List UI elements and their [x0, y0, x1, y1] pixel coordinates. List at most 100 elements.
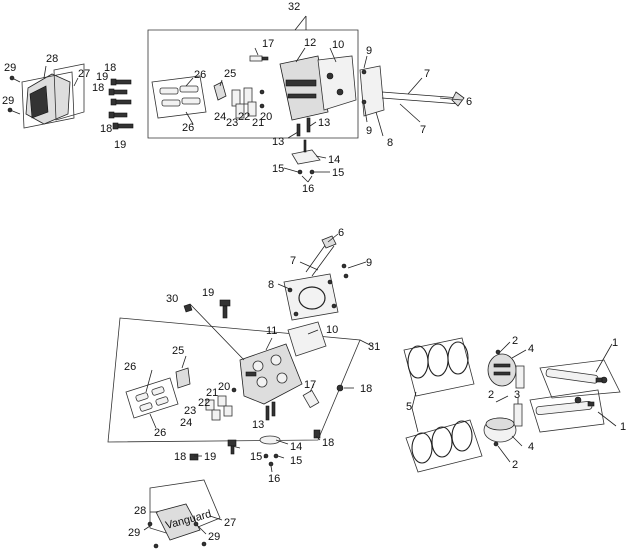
spark-plug-lower: [302, 384, 344, 409]
callout: 25: [224, 68, 236, 80]
callout: 10: [332, 39, 344, 51]
callout: 22: [198, 397, 210, 409]
callout: 6: [466, 96, 472, 108]
callout: 13: [318, 117, 330, 129]
callout-numbers: 32 17 12 10 9 9 7 7 6 8 29 29 28 27 18 1…: [2, 1, 626, 543]
callout: 25: [172, 345, 184, 357]
pivot-lower: [175, 367, 191, 389]
callout: 19: [96, 71, 108, 83]
callout: 12: [304, 37, 316, 49]
cylinder-head-lower: [239, 321, 327, 405]
callout: 1: [612, 337, 618, 349]
callout: 27: [78, 68, 90, 80]
push-rods-top: [296, 117, 311, 137]
head-bolts-top: [108, 78, 134, 130]
fasteners-top: [297, 169, 315, 175]
callout: 29: [128, 527, 140, 539]
spark-plug-top: [249, 55, 269, 62]
callout: 15: [250, 451, 262, 463]
callout: 4: [528, 343, 534, 355]
callout: 1: [620, 421, 626, 433]
callout: 18: [174, 451, 186, 463]
callout: 26: [124, 361, 136, 373]
callout: 20: [260, 111, 272, 123]
piston-upper: [487, 349, 517, 387]
leader-lines-top: [43, 47, 463, 183]
push-rods-lower: [265, 401, 276, 421]
callout: 9: [366, 125, 372, 137]
connecting-rod-lower: [529, 389, 605, 433]
callout: 22: [238, 111, 250, 123]
callout: 2: [512, 335, 518, 347]
callout: 29: [208, 531, 220, 543]
cover-gasket-top: [53, 63, 85, 121]
callout: 9: [366, 45, 372, 57]
callout: 24: [214, 111, 226, 123]
callout: 13: [272, 136, 284, 148]
callout: 8: [387, 137, 393, 149]
callout: 4: [528, 441, 534, 453]
callout: 3: [514, 389, 520, 401]
callout: 29: [4, 62, 16, 74]
rocker-arms-top: [151, 75, 207, 119]
callout: 8: [268, 279, 274, 291]
callout: 11: [266, 325, 277, 337]
callout: 7: [290, 255, 296, 267]
callout: 28: [134, 505, 146, 517]
assembly-box-31: [107, 317, 361, 443]
callout: 7: [420, 124, 426, 136]
piston-pin: [515, 365, 525, 389]
callout: 28: [46, 53, 58, 65]
valve-cover-lower: Vanguard: [147, 479, 221, 549]
valve-springs-top: [231, 87, 265, 119]
callout: 18: [104, 62, 116, 74]
callout: 18: [360, 383, 372, 395]
callout: 19: [202, 287, 214, 299]
callout: 2: [512, 459, 518, 471]
assembly-box-32: [147, 29, 359, 139]
callout: 5: [406, 401, 412, 413]
callout: 15: [272, 163, 284, 175]
breather-plate-lower: [259, 435, 281, 467]
callout: 19: [114, 139, 126, 151]
piston-rings-lower: [405, 419, 483, 473]
callout: 23: [184, 405, 196, 417]
callout: 17: [304, 379, 316, 391]
valve-stems-top: [359, 65, 465, 117]
callout: 19: [204, 451, 216, 463]
callout: 2: [488, 389, 494, 401]
lower-cylinder-head-assembly: Vanguard: [107, 233, 373, 549]
callout: 26: [154, 427, 166, 439]
callout: 18: [92, 82, 104, 94]
callout: 15: [290, 455, 302, 467]
callout: 10: [326, 324, 338, 336]
piston-connecting-rod-assembly: [403, 337, 621, 473]
connecting-rod-upper: [539, 359, 621, 399]
head-gasket-lower: [283, 273, 339, 321]
piston-rings-upper: [403, 337, 475, 397]
callout: 15: [332, 167, 344, 179]
cover-screws-top: [7, 75, 21, 115]
callout: 23: [226, 117, 238, 129]
callout: 32: [288, 1, 300, 13]
callout: 9: [366, 257, 372, 269]
callout: 29: [2, 95, 14, 107]
leader-lines-lower: [143, 233, 373, 535]
callout: 18: [100, 123, 112, 135]
callout: 13: [252, 419, 264, 431]
callout: 18: [322, 437, 334, 449]
callout: 6: [338, 227, 344, 239]
leader-lines-right: [411, 341, 617, 463]
callout: 17: [262, 38, 274, 50]
piston-pin-lower: [513, 403, 523, 427]
rocker-arms-lower: [125, 377, 179, 419]
callout: 20: [218, 381, 230, 393]
valve-springs-lower: [205, 387, 237, 421]
callout: 21: [206, 387, 218, 399]
callout: 7: [424, 68, 430, 80]
valve-cover-top: [21, 71, 75, 129]
callout: 26: [182, 122, 194, 134]
piston-lower: [483, 417, 517, 447]
callout: 27: [224, 517, 236, 529]
